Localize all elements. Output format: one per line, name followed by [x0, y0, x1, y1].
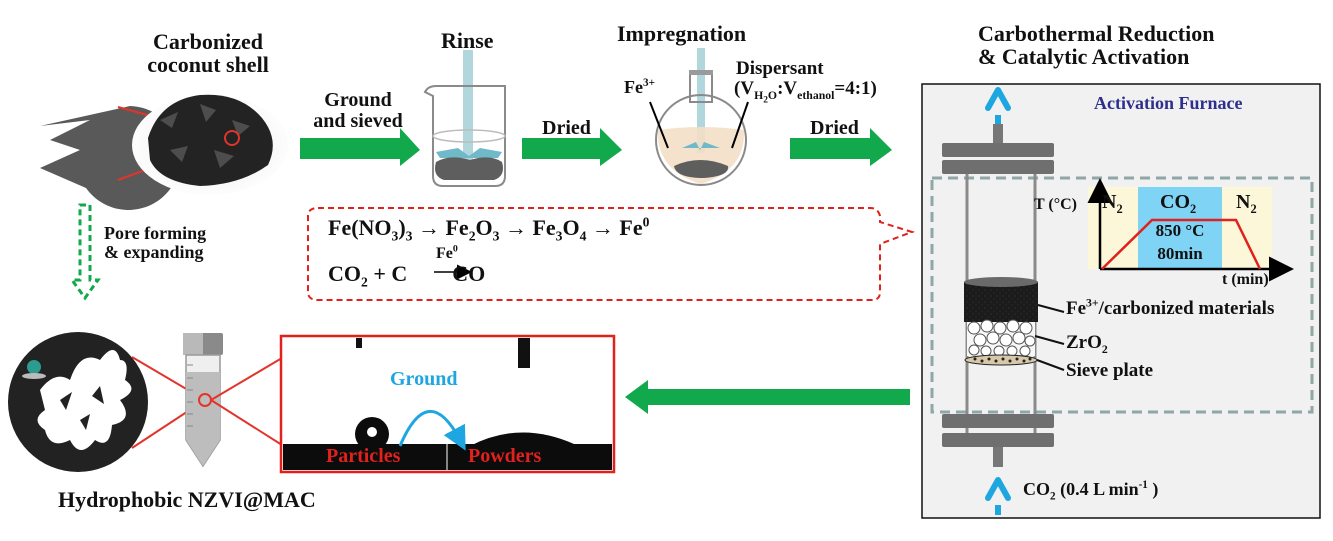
zoom-line [210, 357, 283, 401]
carbothermal-line2: & Catalytic Activation [978, 44, 1190, 70]
x-axis-label: t (min) [1222, 271, 1269, 288]
sieve-plate [964, 354, 1038, 366]
dispersant-ratio: (VH2O:Vethanol=4:1) [734, 77, 877, 106]
carbothermal-line1: Carbothermal Reduction [978, 21, 1215, 46]
gas-outlet-arrow-icon [985, 87, 1011, 125]
ground-label: Ground [390, 368, 458, 390]
carbothermal-label: Carbothermal Reduction & Catalytic Activ… [978, 22, 1214, 68]
round-flask-icon [649, 48, 749, 186]
ground-line1: Ground [324, 89, 392, 111]
ground-line2: and sieved [313, 110, 403, 132]
carbonized-line2: coconut shell [147, 52, 269, 78]
bottom-flange [942, 433, 1054, 447]
reaction-2: CO2 + C CO [328, 261, 486, 290]
centrifuge-tube-icon [183, 333, 223, 468]
pore-line1: Pore forming [104, 223, 207, 243]
reaction-arrow: → [417, 215, 440, 240]
bottom-flange [942, 414, 1054, 428]
phase-band-co2 [1138, 187, 1222, 269]
temperature-program-chart [1087, 178, 1294, 282]
temperature-profile-line [1101, 218, 1262, 270]
co2-flow-label: CO2 (0.4 L min-1 ) [1023, 479, 1159, 503]
impregnation-label: Impregnation [617, 21, 747, 46]
layer-label-zro2: ZrO2 [1066, 332, 1108, 356]
furnace-title: Activation Furnace [1094, 93, 1243, 113]
heating-zone-dashed [930, 176, 1314, 414]
carbonized-line1: Carbonized [153, 29, 263, 54]
layer-label-sieve: Sieve plate [1066, 360, 1154, 381]
top-flange [942, 143, 1054, 157]
zro2-balls [967, 319, 1036, 357]
porous-particle-icon [8, 332, 148, 472]
particles-label: Particles [326, 445, 401, 467]
contact-angle-photo [279, 334, 616, 474]
reaction-1: Fe(NO3)3 → Fe2O3 → Fe3O4 → Fe0 [328, 214, 650, 244]
catalyst-label: Fe0 [436, 243, 458, 262]
pore-line2: & expanding [104, 241, 204, 262]
fe3-base: Fe [624, 77, 643, 97]
reaction-arrow: → [591, 215, 614, 240]
fe3-label: Fe3+ [624, 77, 655, 97]
pore-forming-label: Pore forming & expanding [104, 224, 206, 262]
arrow-right-1 [300, 128, 420, 166]
rinse-label: Rinse [441, 28, 494, 53]
pore-forming-arrow [69, 203, 101, 301]
product-label: Hydrophobic NZVI@MAC [58, 487, 316, 512]
leader-line [1034, 335, 1065, 345]
arrow-right-3 [790, 128, 892, 166]
carbon-bed [964, 277, 1038, 322]
ground-sieved-label: Ground and sieved [298, 90, 418, 132]
dried-label-1: Dried [542, 117, 591, 139]
carbonized-shell-label: Carbonized coconut shell [133, 30, 283, 76]
dispersant-label: Dispersant (VH2O:Vethanol=4:1) [734, 58, 877, 106]
carbonized-coconut-photo [132, 94, 288, 195]
dried-label-2: Dried [810, 117, 859, 139]
layer-label-carbon: Fe3+/carbonized materials [1066, 296, 1275, 319]
hold-time-label: 80min [1157, 244, 1203, 263]
phase-label-n2-1: N2 [1102, 191, 1123, 216]
arrow-right-2 [522, 128, 622, 166]
top-flange [942, 160, 1054, 174]
reaction-callout [307, 207, 916, 301]
gas-inlet-arrow-icon [985, 477, 1011, 515]
powders-label: Powders [468, 445, 542, 467]
phase-label-n2-2: N2 [1236, 191, 1257, 216]
y-axis-label: T (°C) [1034, 196, 1077, 213]
beaker-icon [423, 50, 506, 187]
ground-transition-arrow [398, 409, 466, 451]
phase-label-co2: CO2 [1160, 191, 1197, 216]
fe3-sup: 3+ [642, 77, 655, 89]
leader-line [1037, 304, 1065, 313]
arrow-left-return [625, 380, 910, 414]
reaction-arrow: → [504, 215, 527, 240]
dispersant-line1: Dispersant [736, 58, 824, 79]
hold-temp-label: 850 °C [1155, 221, 1205, 240]
leader-line [1036, 359, 1065, 371]
zoom-line [210, 399, 283, 446]
phase-band-n2-2 [1222, 187, 1272, 269]
